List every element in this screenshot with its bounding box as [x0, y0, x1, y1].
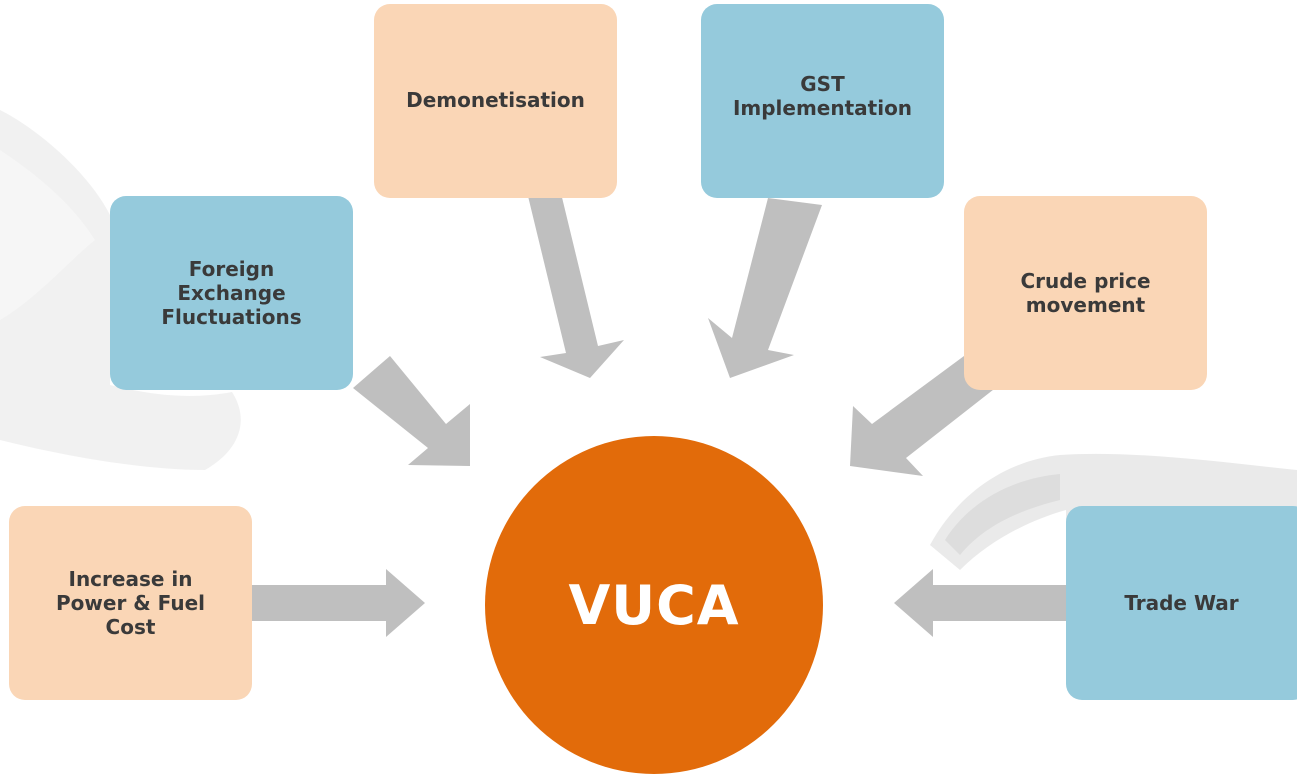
- paper-fold-left: [0, 150, 95, 320]
- factor-box-power-fuel-cost: Increase in Power & Fuel Cost: [9, 506, 252, 700]
- paper-fold-right: [945, 474, 1060, 555]
- factor-label-foreign-exchange: Foreign Exchange Fluctuations: [161, 257, 302, 329]
- factor-box-gst-implementation: GST Implementation: [701, 4, 944, 198]
- factor-label-crude-price: Crude price movement: [1020, 269, 1151, 317]
- factor-box-trade-war: Trade War: [1066, 506, 1297, 700]
- factor-box-demonetisation: Demonetisation: [374, 4, 617, 198]
- factor-label-trade-war: Trade War: [1124, 591, 1239, 615]
- factor-label-power-fuel-cost: Increase in Power & Fuel Cost: [56, 567, 205, 639]
- factor-label-gst-implementation: GST Implementation: [732, 72, 913, 120]
- center-vuca-label: VUCA: [568, 573, 740, 637]
- center-vuca-circle: VUCA: [485, 436, 823, 774]
- arrow-demonetisation: [505, 185, 624, 378]
- factor-label-demonetisation: Demonetisation: [406, 88, 585, 112]
- arrow-gst: [708, 198, 822, 378]
- arrow-crude: [850, 356, 998, 476]
- factor-box-foreign-exchange: Foreign Exchange Fluctuations: [110, 196, 353, 390]
- arrow-power: [252, 569, 425, 637]
- arrow-trade: [894, 569, 1066, 637]
- arrow-forex: [353, 356, 470, 466]
- factor-box-crude-price: Crude price movement: [964, 196, 1207, 390]
